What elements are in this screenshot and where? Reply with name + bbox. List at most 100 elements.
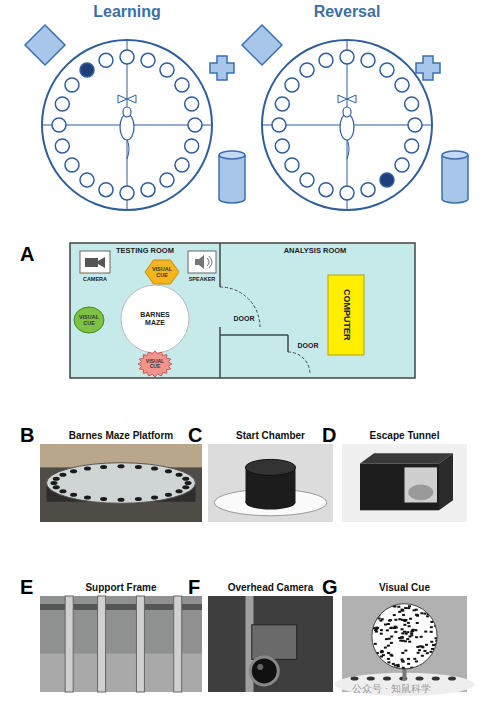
pattern-mark	[376, 627, 379, 629]
pattern-mark	[390, 654, 393, 656]
node-text: SPEAKER	[184, 275, 220, 284]
node-text: Reversal	[247, 2, 447, 22]
pattern-mark	[378, 613, 381, 615]
pattern-mark	[387, 623, 390, 625]
pattern-mark	[390, 655, 393, 657]
pattern-mark	[373, 614, 376, 616]
pattern-mark	[381, 651, 384, 653]
platform-hole	[383, 677, 391, 681]
node-text: CAMERA	[76, 275, 114, 284]
pattern-mark	[380, 650, 383, 652]
maze-hole	[380, 63, 394, 77]
node-text: Overhead Camera	[208, 580, 333, 594]
photo-bg	[342, 444, 467, 522]
pattern-mark	[432, 660, 435, 662]
pattern-mark	[394, 626, 397, 628]
platform-hole	[135, 465, 142, 469]
platform-hole	[84, 495, 91, 499]
cue-pattern	[372, 604, 438, 671]
diamond-cue	[25, 25, 65, 65]
frame-leg	[174, 596, 182, 692]
platform-hole	[50, 481, 57, 485]
node-text: Barnes Maze Platform	[40, 428, 202, 442]
pattern-mark	[416, 615, 419, 617]
computer-box: COMPUTER	[328, 275, 364, 355]
node-shape	[27, 0, 227, 215]
pattern-mark	[390, 642, 393, 644]
pattern-mark	[383, 606, 386, 608]
maze-hole	[340, 186, 354, 200]
pattern-mark	[383, 607, 386, 609]
pattern-mark	[416, 622, 419, 624]
pattern-mark	[397, 606, 400, 608]
cylinder-cue	[219, 155, 245, 203]
maze-hole	[160, 63, 174, 77]
platform-hole	[165, 493, 172, 497]
platform	[46, 463, 195, 504]
pattern-mark	[397, 664, 400, 666]
panel-letter: F	[188, 576, 210, 598]
pattern-mark	[403, 624, 406, 626]
cylinder-cue	[442, 155, 468, 203]
pattern-mark	[392, 663, 395, 665]
frame-leg	[65, 596, 73, 692]
door-swing	[220, 287, 260, 327]
platform-hole	[185, 481, 192, 485]
pattern-mark	[410, 632, 413, 634]
maze-hole	[52, 118, 66, 132]
door-label: DOOR	[292, 342, 324, 350]
node-shape	[342, 580, 467, 692]
maze-hole	[405, 139, 419, 153]
node-text: VISUAL CUE	[77, 308, 101, 332]
tunnel-top	[360, 453, 453, 463]
pattern-mark	[403, 619, 406, 621]
platform-hole	[151, 495, 158, 499]
pattern-mark	[407, 607, 410, 609]
platform-hole	[432, 677, 440, 681]
pattern-mark	[427, 613, 430, 615]
pattern-mark	[418, 649, 421, 651]
maze-hole	[300, 63, 314, 77]
pattern-mark	[377, 605, 380, 607]
pattern-mark	[415, 660, 418, 662]
pattern-mark	[380, 655, 383, 657]
camera-lens	[250, 657, 278, 685]
pattern-mark	[385, 638, 388, 640]
pattern-mark	[387, 658, 390, 660]
pattern-mark	[402, 640, 405, 642]
platform-hole	[351, 677, 359, 681]
camera-box: CAMERA	[80, 251, 110, 285]
pattern-mark	[402, 661, 405, 663]
platform-hole	[100, 465, 107, 469]
maze-hole	[340, 50, 354, 64]
pattern-mark	[421, 646, 424, 648]
maze-diagram: Learning	[27, 0, 227, 215]
pattern-mark	[394, 631, 397, 633]
pattern-mark	[407, 658, 410, 660]
cue-disc	[372, 604, 437, 669]
pattern-mark	[434, 637, 437, 639]
room-area: COMPUTERANALYSIS ROOM	[220, 243, 415, 378]
pattern-mark	[393, 614, 396, 616]
pattern-mark	[380, 629, 383, 631]
pattern-mark	[408, 605, 411, 607]
pattern-mark	[411, 629, 414, 631]
pattern-mark	[404, 607, 407, 609]
maze-hole	[99, 53, 113, 67]
pattern-mark	[376, 652, 379, 654]
pattern-mark	[421, 664, 424, 666]
pattern-mark	[401, 609, 404, 611]
platform-hole	[53, 485, 60, 489]
maze-hole	[185, 97, 199, 111]
maze-hole	[185, 139, 199, 153]
pattern-mark	[430, 631, 433, 633]
maze-hole	[175, 78, 189, 92]
visual-cue-leaf: VISUAL CUE	[74, 307, 104, 333]
pattern-mark	[412, 629, 415, 631]
star-outline	[138, 351, 172, 377]
maze-hole	[285, 158, 299, 172]
pattern-mark	[433, 667, 436, 669]
wall	[220, 334, 288, 336]
pattern-mark	[384, 624, 387, 626]
pattern-mark	[390, 636, 393, 638]
